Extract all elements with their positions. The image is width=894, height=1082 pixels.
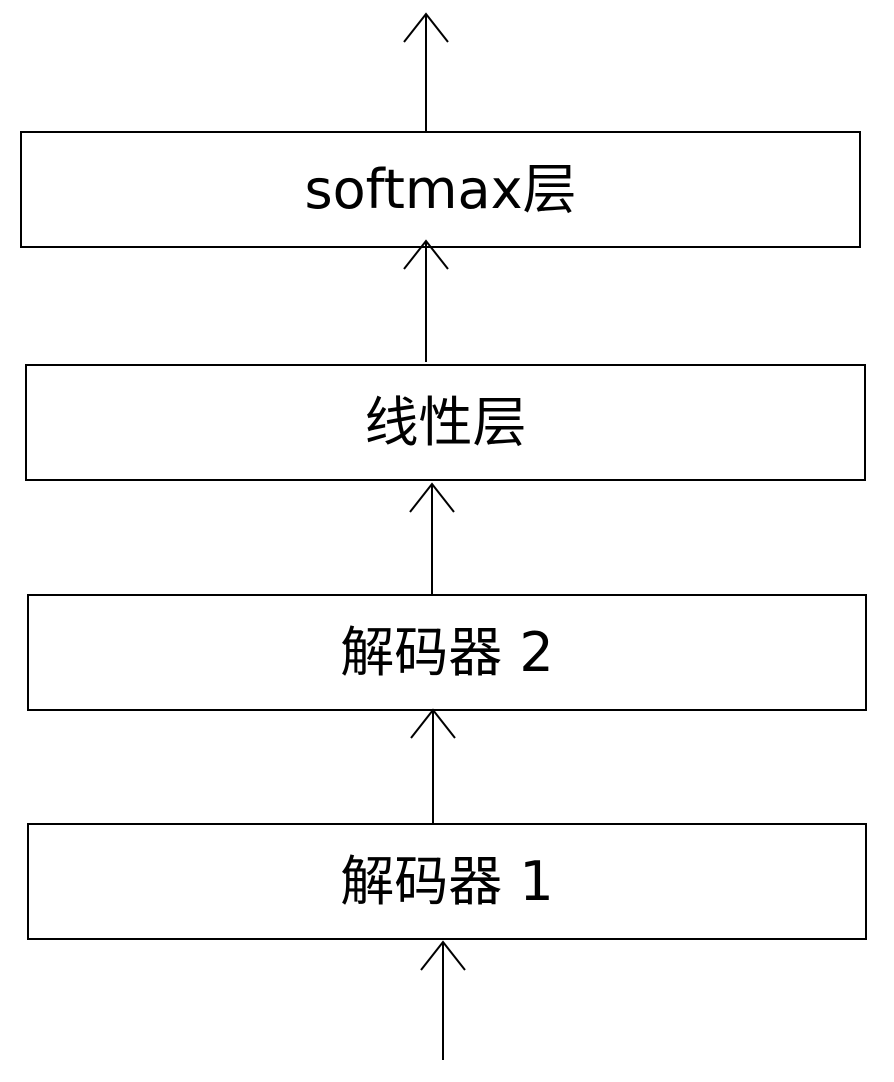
- softmax-layer-box: softmax层: [20, 131, 861, 248]
- decoder-2-label: 解码器 2: [340, 620, 554, 684]
- arrow-decoder2-to-linear: [409, 482, 455, 594]
- linear-layer-label: 线性层: [364, 390, 527, 454]
- decoder-1-label: 解码器 1: [340, 849, 554, 913]
- arrow-output: [403, 12, 449, 131]
- decoder-1-box: 解码器 1: [27, 823, 867, 940]
- arrow-decoder1-to-decoder2: [410, 708, 456, 823]
- linear-layer-box: 线性层: [25, 364, 866, 481]
- decoder-2-box: 解码器 2: [27, 594, 867, 711]
- arrow-linear-to-softmax: [403, 239, 449, 362]
- arrow-input: [420, 940, 466, 1060]
- softmax-layer-label: softmax层: [304, 157, 577, 221]
